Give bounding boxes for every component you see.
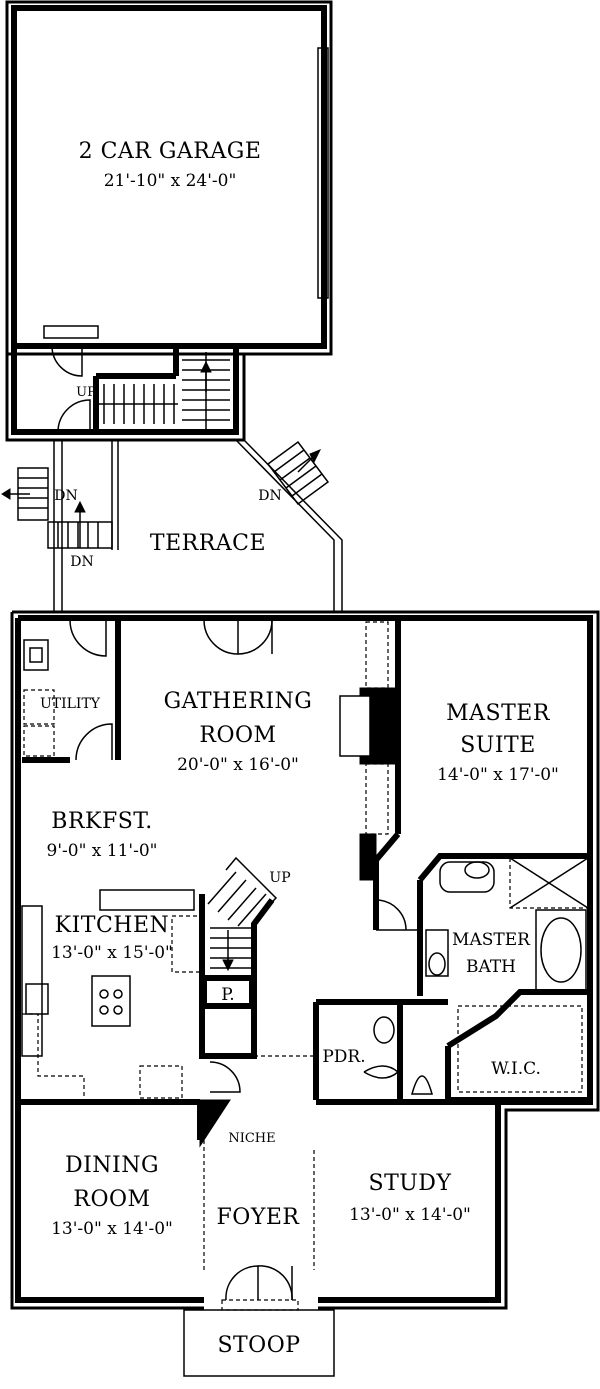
study-label: STUDY	[369, 1171, 452, 1196]
utility-door-swing	[69, 619, 107, 657]
stair-up-main-label: UP	[269, 870, 290, 886]
wic-label: W.I.C.	[491, 1059, 541, 1079]
kitchen-pantry-cab	[171, 915, 201, 973]
pdr-sink	[373, 1016, 395, 1044]
garage-door-swing	[51, 345, 83, 377]
gathering-room-label-2: ROOM	[199, 723, 276, 748]
foyer-label: FOYER	[217, 1205, 301, 1230]
garage-stair	[96, 352, 230, 430]
dining-room-dims: 13'-0" x 14'-0"	[51, 1219, 173, 1239]
front-door-right	[257, 1265, 293, 1301]
toilet-closet	[425, 929, 449, 977]
kitchen-dims: 13'-0" x 15'-0"	[51, 943, 173, 963]
bath-vanity	[439, 861, 495, 893]
study-dims: 13'-0" x 14'-0"	[349, 1205, 471, 1225]
garage-label: 2 CAR GARAGE	[79, 139, 262, 164]
main-stair: UP	[199, 856, 291, 1059]
master-bath-label-2: BATH	[466, 957, 516, 977]
pdr-toilet	[363, 1065, 400, 1079]
bathtub	[540, 917, 582, 983]
kitchen-sink	[25, 983, 49, 1015]
pdr-toilet-2	[411, 1075, 433, 1095]
breakfast-dims: 9'-0" x 11'-0"	[47, 841, 158, 861]
stair-up-garage-label: UP	[76, 385, 96, 400]
pdr-label: PDR.	[322, 1047, 365, 1067]
exterior-wall-left	[15, 618, 204, 1303]
garage-dims: 21'-10" x 24'-0"	[104, 171, 237, 191]
terrace-stair-right	[266, 440, 330, 506]
garage-walls	[11, 5, 327, 349]
main-house: UTILITY MASTER BATH	[10, 610, 600, 1311]
utility-sink-basin	[29, 647, 43, 663]
bath-wall-top	[417, 853, 590, 882]
shower	[509, 857, 589, 909]
stair-dn-right-label: DN	[258, 488, 281, 504]
master-suite-label-2: SUITE	[460, 733, 536, 758]
kitchen-fixtures	[21, 889, 201, 1099]
master-entry-door	[375, 899, 407, 931]
exterior-outer-right	[12, 610, 600, 1310]
stoop-outline	[183, 1309, 335, 1377]
dining-room-label-1: DINING	[65, 1153, 159, 1178]
washer	[23, 689, 55, 725]
master-suite-dims: 14'-0" x 17'-0"	[437, 765, 559, 785]
terrace-stair-left	[1, 467, 113, 549]
gathering-door-right	[237, 619, 273, 655]
kitchen-island	[91, 975, 131, 1027]
pantry-walls	[201, 975, 255, 1009]
terrace-block: DN DN DN TERRACE	[1, 439, 343, 612]
utility-sink	[23, 639, 49, 671]
mudroom-block: UP	[5, 345, 246, 442]
exterior-door-swing	[57, 399, 91, 433]
gathering-room-label-1: GATHERING	[164, 689, 313, 714]
dining-room-label-2: ROOM	[73, 1187, 150, 1212]
garage-block	[5, 0, 333, 356]
stoop-label: STOOP	[217, 1333, 300, 1358]
utility-label: UTILITY	[40, 696, 101, 712]
niche-label: NICHE	[228, 1131, 275, 1146]
stair-dn-left-bottom-label: DN	[70, 554, 93, 570]
bath-sink	[464, 861, 490, 879]
master-bath-label-1: MASTER	[452, 930, 531, 950]
dryer	[23, 725, 55, 757]
master-column	[359, 833, 377, 881]
front-door-left	[225, 1265, 259, 1301]
mudroom-walls	[11, 346, 239, 435]
kitchen-bar	[99, 889, 195, 911]
garage-door	[317, 47, 329, 299]
master-toilet	[428, 952, 446, 976]
master-suite-label-1: MASTER	[446, 701, 551, 726]
exterior-outer-left	[10, 612, 204, 1310]
wic-wall-top	[446, 989, 590, 1049]
mudroom-outer-line	[5, 354, 246, 442]
master-suite-angle	[373, 832, 401, 930]
utility-inner-door	[75, 723, 113, 761]
gathering-room-dims: 20'-0" x 16'-0"	[177, 755, 299, 775]
stair-dn-left-top-label: DN	[54, 488, 77, 504]
terrace-label: TERRACE	[150, 531, 266, 556]
fireplace	[339, 621, 399, 835]
wic-shelving	[457, 1005, 583, 1093]
closet-door	[209, 1061, 241, 1093]
kitchen-fridge	[139, 1065, 183, 1099]
breakfast-label: BRKFST.	[51, 809, 152, 834]
niche-shape	[199, 1099, 231, 1148]
pantry-label: P.	[221, 985, 234, 1005]
tub-surround	[535, 909, 587, 991]
gathering-door-left	[203, 619, 239, 655]
garage-step	[43, 325, 99, 339]
kitchen-label: KITCHEN	[55, 913, 170, 938]
kitchen-counter-left	[21, 905, 43, 1057]
garage-outer-line	[5, 0, 333, 356]
